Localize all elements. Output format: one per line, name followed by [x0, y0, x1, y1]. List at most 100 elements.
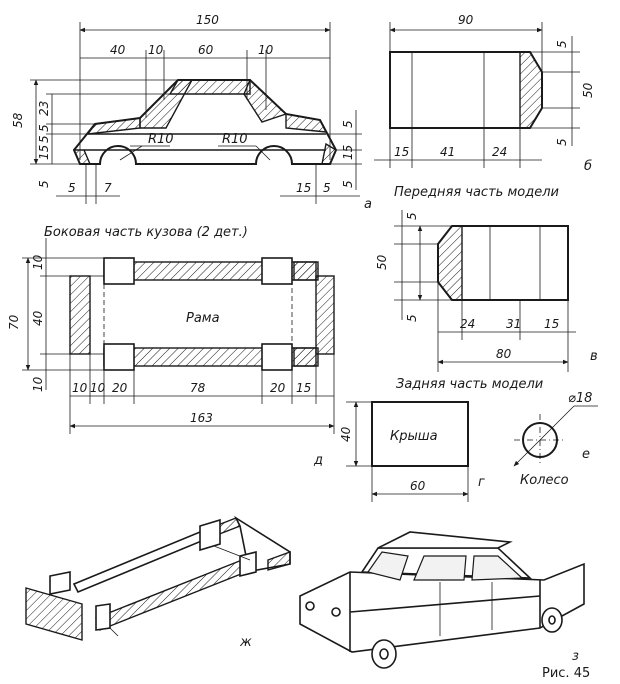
- dim-150: 150: [196, 13, 219, 27]
- front-part-outline: [389, 51, 543, 129]
- dim-58: 58: [11, 112, 25, 128]
- dim-bot-7: 7: [104, 181, 112, 195]
- asm-frame-letter: ж: [239, 635, 252, 650]
- car-headlight-left: [305, 601, 315, 611]
- wheel-diameter: ⌀18: [568, 391, 592, 406]
- front-part: 90 5 50 5 15 41 24 б Передняя часть моде…: [374, 13, 595, 200]
- rear-dim-5b: 5: [405, 314, 419, 322]
- dim-5a: 5: [37, 124, 51, 132]
- frame-dim-b20b: 20: [270, 381, 286, 395]
- roof-dim-40: 40: [339, 426, 353, 442]
- side-hatch-hood: [86, 117, 141, 135]
- frame-rail-top-end: [293, 261, 317, 281]
- front-part-hatch: [519, 51, 543, 129]
- frame-dim-b10a: 10: [72, 381, 88, 395]
- roof-plan: Крыша 40 60 г: [339, 401, 485, 502]
- frame-dim-b20a: 20: [112, 381, 128, 395]
- frame-block-bl: [103, 343, 135, 371]
- dim-bot-15: 15: [296, 181, 311, 195]
- frame-dim-10b: 10: [31, 376, 45, 392]
- front-dim-41: 41: [440, 145, 455, 159]
- frame-end-right: [315, 275, 335, 355]
- figure-caption: Рис. 45: [542, 666, 590, 681]
- car-window-front: [413, 555, 467, 581]
- rear-part: 5 50 5 24 31 15 80 в Задняя часть модели: [375, 210, 598, 392]
- frame-dim-b15: 15: [296, 381, 311, 395]
- front-dim-24: 24: [492, 145, 507, 159]
- dim-5b: 5: [37, 135, 51, 143]
- frame-assembly: ж: [25, 515, 291, 650]
- frame-dim-163: 163: [190, 411, 213, 425]
- car-headlight-right: [331, 607, 341, 617]
- asm-block-4: [239, 550, 257, 578]
- side-view-caption: Боковая часть кузова (2 дет.): [44, 225, 248, 240]
- frame-block-tl: [103, 257, 135, 285]
- frame-dim-b10b: 10: [90, 381, 106, 395]
- car-assembly: з: [299, 531, 585, 669]
- side-hatch-front-bumper: [72, 149, 92, 165]
- car-wheel-rear: [541, 607, 563, 633]
- frame-dim-40: 40: [31, 310, 45, 326]
- asm-block-1: [49, 571, 71, 595]
- rear-dim-15: 15: [544, 317, 559, 331]
- front-dim-5t: 5: [555, 40, 569, 48]
- side-hatch-roof: [168, 79, 251, 95]
- side-hatch-rear-pillar: [243, 78, 288, 123]
- rear-part-hatch: [437, 225, 463, 301]
- dim-r-5a: 5: [341, 120, 355, 128]
- frame-rail-bottom-end: [293, 347, 317, 367]
- dim-bot-5: 5: [68, 181, 76, 195]
- rear-dim-31: 31: [506, 317, 521, 331]
- dim-23: 23: [37, 101, 51, 116]
- wheel-label: Колесо: [520, 473, 569, 488]
- rear-part-caption: Задняя часть модели: [396, 377, 543, 392]
- frame-label: Рама: [186, 311, 220, 326]
- rear-dim-80: 80: [496, 347, 512, 361]
- rear-dim-50: 50: [375, 254, 389, 270]
- frame-block-tr: [261, 257, 293, 285]
- frame-end-left: [69, 275, 91, 355]
- roof-letter: г: [478, 475, 485, 490]
- wheel-letter: е: [582, 447, 590, 462]
- dim-10b: 10: [258, 43, 274, 57]
- wheel-plan: ⌀18 е Колесо: [513, 391, 598, 488]
- dim-r-5b: 5: [341, 180, 355, 188]
- asm-block-3: [95, 603, 111, 631]
- front-part-letter: б: [584, 159, 592, 174]
- car-wheel-front: [371, 639, 397, 669]
- front-part-caption: Передняя часть модели: [394, 185, 559, 200]
- side-view: 150 40 10 60 10 58 23 5 5 15 5 R10 R10: [11, 13, 372, 240]
- car-window-rear: [471, 555, 524, 581]
- asm-end-plate-right-hatch: [267, 551, 291, 571]
- front-dim-5b: 5: [555, 138, 569, 146]
- radius-rear-label: R10: [222, 132, 248, 147]
- car-letter: з: [572, 649, 579, 664]
- frame-dim-b78: 78: [190, 381, 206, 395]
- rear-dim-24: 24: [460, 317, 475, 331]
- frame-plan: Рама 10 40 70 10 10 10 20 78 20 15 163 д: [7, 238, 335, 468]
- roof-dim-60: 60: [410, 479, 426, 493]
- car-windshield: [367, 551, 409, 581]
- frame-letter: д: [313, 453, 323, 468]
- front-dim-90: 90: [458, 13, 474, 27]
- dim-40: 40: [110, 43, 126, 57]
- rear-dim-5t: 5: [405, 212, 419, 220]
- front-dim-50: 50: [581, 82, 595, 98]
- frame-dim-10t: 10: [31, 254, 45, 270]
- front-dim-15: 15: [394, 145, 409, 159]
- asm-block-2: [199, 518, 221, 552]
- car-roof: [377, 531, 513, 549]
- radius-front-label: R10: [148, 132, 174, 147]
- side-hatch-trunk: [285, 113, 328, 133]
- side-view-letter: а: [364, 197, 372, 212]
- frame-dim-70: 70: [7, 314, 21, 330]
- dim-r-15: 15: [341, 145, 355, 160]
- asm-end-plate-left: [25, 587, 83, 641]
- dim-10a: 10: [148, 43, 164, 57]
- roof-rect: [371, 401, 469, 467]
- dim-5c: 5: [37, 180, 51, 188]
- dim-bot-5r: 5: [323, 181, 331, 195]
- rear-part-letter: в: [590, 349, 598, 364]
- roof-label: Крыша: [390, 429, 438, 444]
